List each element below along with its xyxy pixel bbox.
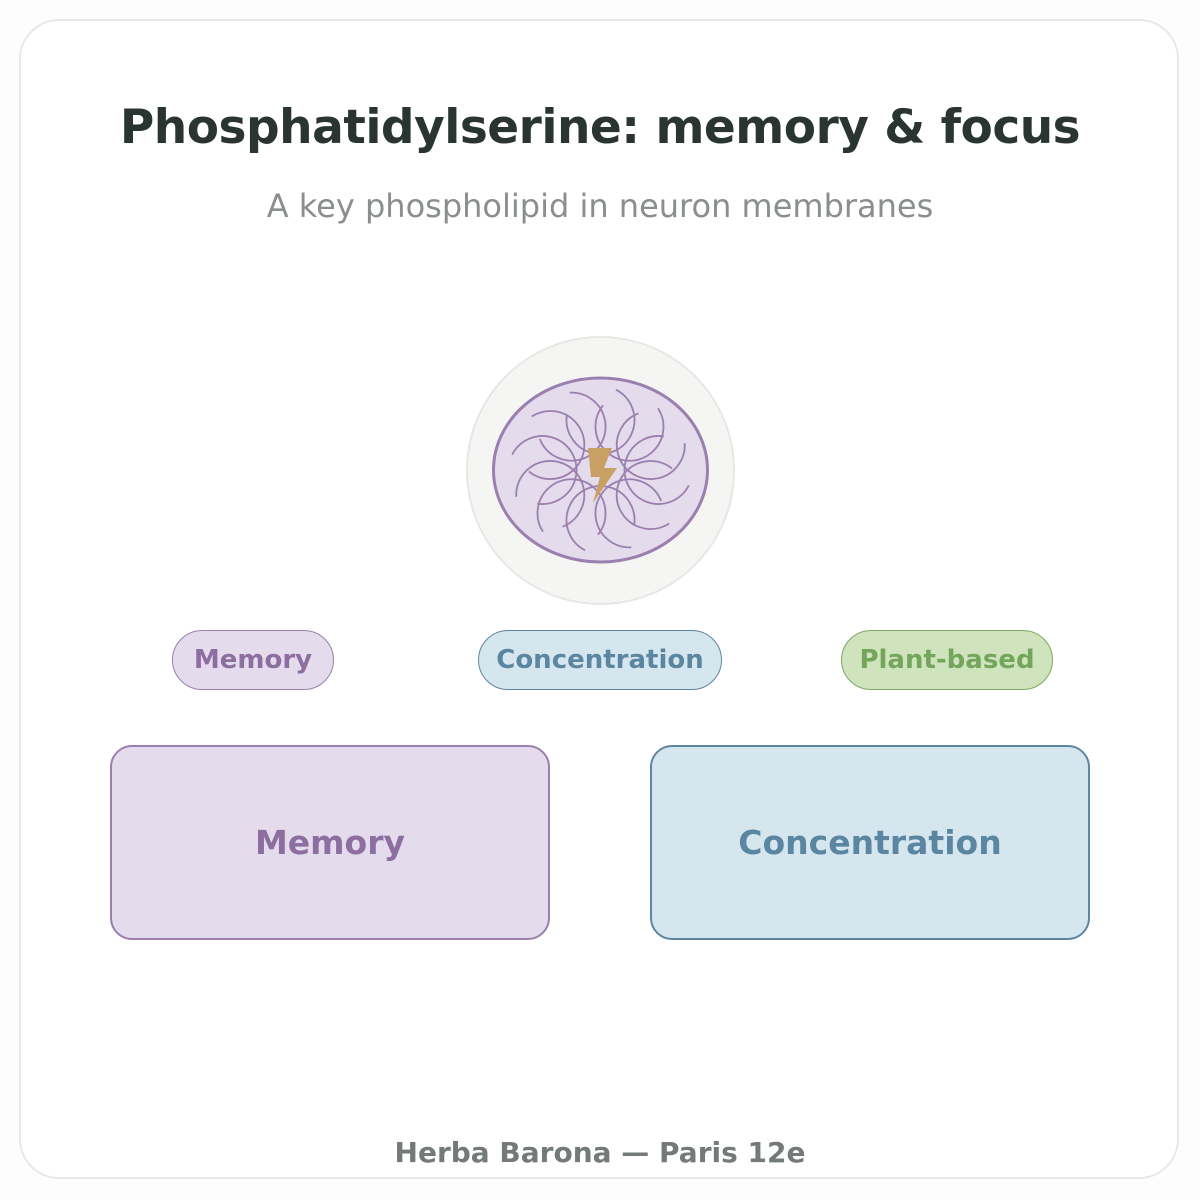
phospholipid-arc [623,435,690,505]
benefit-card-memory: Memory [110,745,550,940]
phospholipid-arcs [511,388,690,552]
lightning-icon [588,448,617,503]
phospholipid-arc [565,485,636,552]
tag-plant-based: Plant-based [841,630,1053,690]
phospholipid-arc [594,404,665,462]
phospholipid-arc [528,410,586,480]
tag-concentration: Concentration [478,630,722,690]
phospholipid-arc [536,478,607,536]
phospholipid-arc [565,388,636,455]
benefit-card-concentration: Concentration [650,745,1090,940]
benefit-card-memory-label: Memory [254,823,406,862]
phospholipid-arc [515,460,586,528]
phospholipid-arc [615,412,686,480]
phospholipid-arc [511,435,578,505]
tag-memory: Memory [172,630,334,690]
phospholipid-arc [615,460,673,530]
hero-illustration [465,335,736,606]
benefit-card-concentration-label: Concentration [738,823,1002,862]
neuron-membrane-lightning-icon [466,336,735,605]
page-subtitle: A key phospholipid in neuron membranes [266,187,934,225]
page-title: Phosphatidylserine: memory & focus [119,100,1081,155]
footer-credit: Herba Barona — Paris 12e [394,1136,806,1169]
